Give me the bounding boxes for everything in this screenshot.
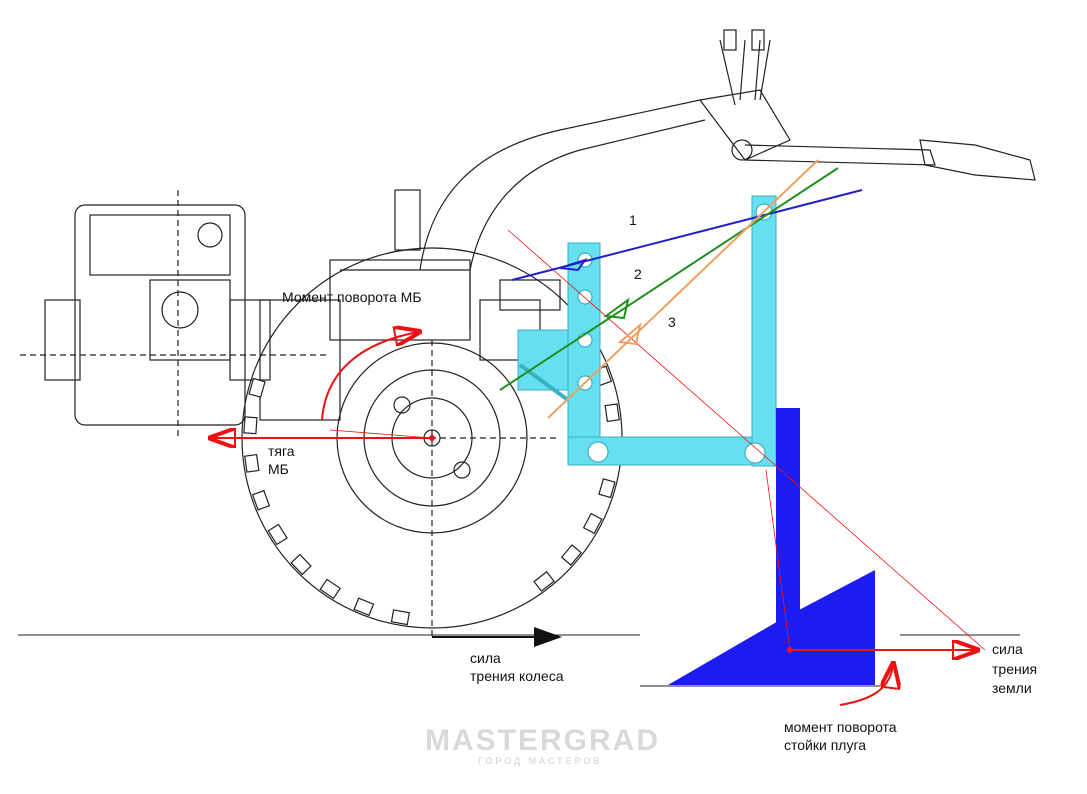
tread-block xyxy=(560,544,583,566)
label-wheel-friction-1: сила xyxy=(470,650,501,666)
plow-moment-arrow xyxy=(839,665,893,706)
force-arrows xyxy=(212,332,976,706)
label-plow-moment-1: момент поворота xyxy=(784,719,897,735)
watermark-subtitle: ГОРОД МАСТЕРОВ xyxy=(478,756,602,766)
tread-block xyxy=(248,377,266,398)
label-traction-2: МБ xyxy=(268,461,289,477)
label-line-2: 2 xyxy=(634,266,642,282)
label-wheel-friction-2: трения колеса xyxy=(470,668,564,684)
tread-block xyxy=(319,578,342,600)
tread-block xyxy=(267,523,288,546)
tread-block xyxy=(243,416,258,435)
engine xyxy=(20,190,330,440)
tread-block xyxy=(390,609,411,626)
plow xyxy=(668,408,875,685)
label-ground-friction-3: земли xyxy=(992,680,1032,696)
label-line-1: 1 xyxy=(629,212,637,228)
force-point-wheel xyxy=(429,435,435,441)
handlebar xyxy=(419,29,1036,271)
construction-lines xyxy=(329,229,986,651)
label-line-3: 3 xyxy=(668,314,676,330)
hitch-frame xyxy=(517,195,777,467)
force-point-plow xyxy=(787,647,793,653)
gearbox xyxy=(259,189,561,421)
wheel xyxy=(241,247,623,640)
watermark-title: MASTERGRAD xyxy=(425,724,660,757)
tread-block xyxy=(533,570,555,592)
label-plow-moment-2: стойки плуга xyxy=(784,737,866,753)
line-3 xyxy=(547,159,819,419)
label-ground-friction-1: сила xyxy=(992,641,1023,657)
label-moment-mb: Момент поворота МБ xyxy=(282,289,422,305)
moment-mb-arrow xyxy=(321,332,418,421)
tread-block xyxy=(244,453,260,473)
hitch-holes xyxy=(577,203,773,464)
tread-block xyxy=(582,512,603,535)
tread-block xyxy=(604,403,620,423)
tread-block xyxy=(251,489,271,511)
tread-block xyxy=(353,597,375,617)
tread-block xyxy=(290,553,312,576)
label-traction-1: тяга xyxy=(268,443,295,459)
tread-block xyxy=(598,478,616,499)
line-2 xyxy=(499,167,839,391)
label-ground-friction-2: трения xyxy=(992,661,1037,677)
force-lines xyxy=(499,159,863,419)
